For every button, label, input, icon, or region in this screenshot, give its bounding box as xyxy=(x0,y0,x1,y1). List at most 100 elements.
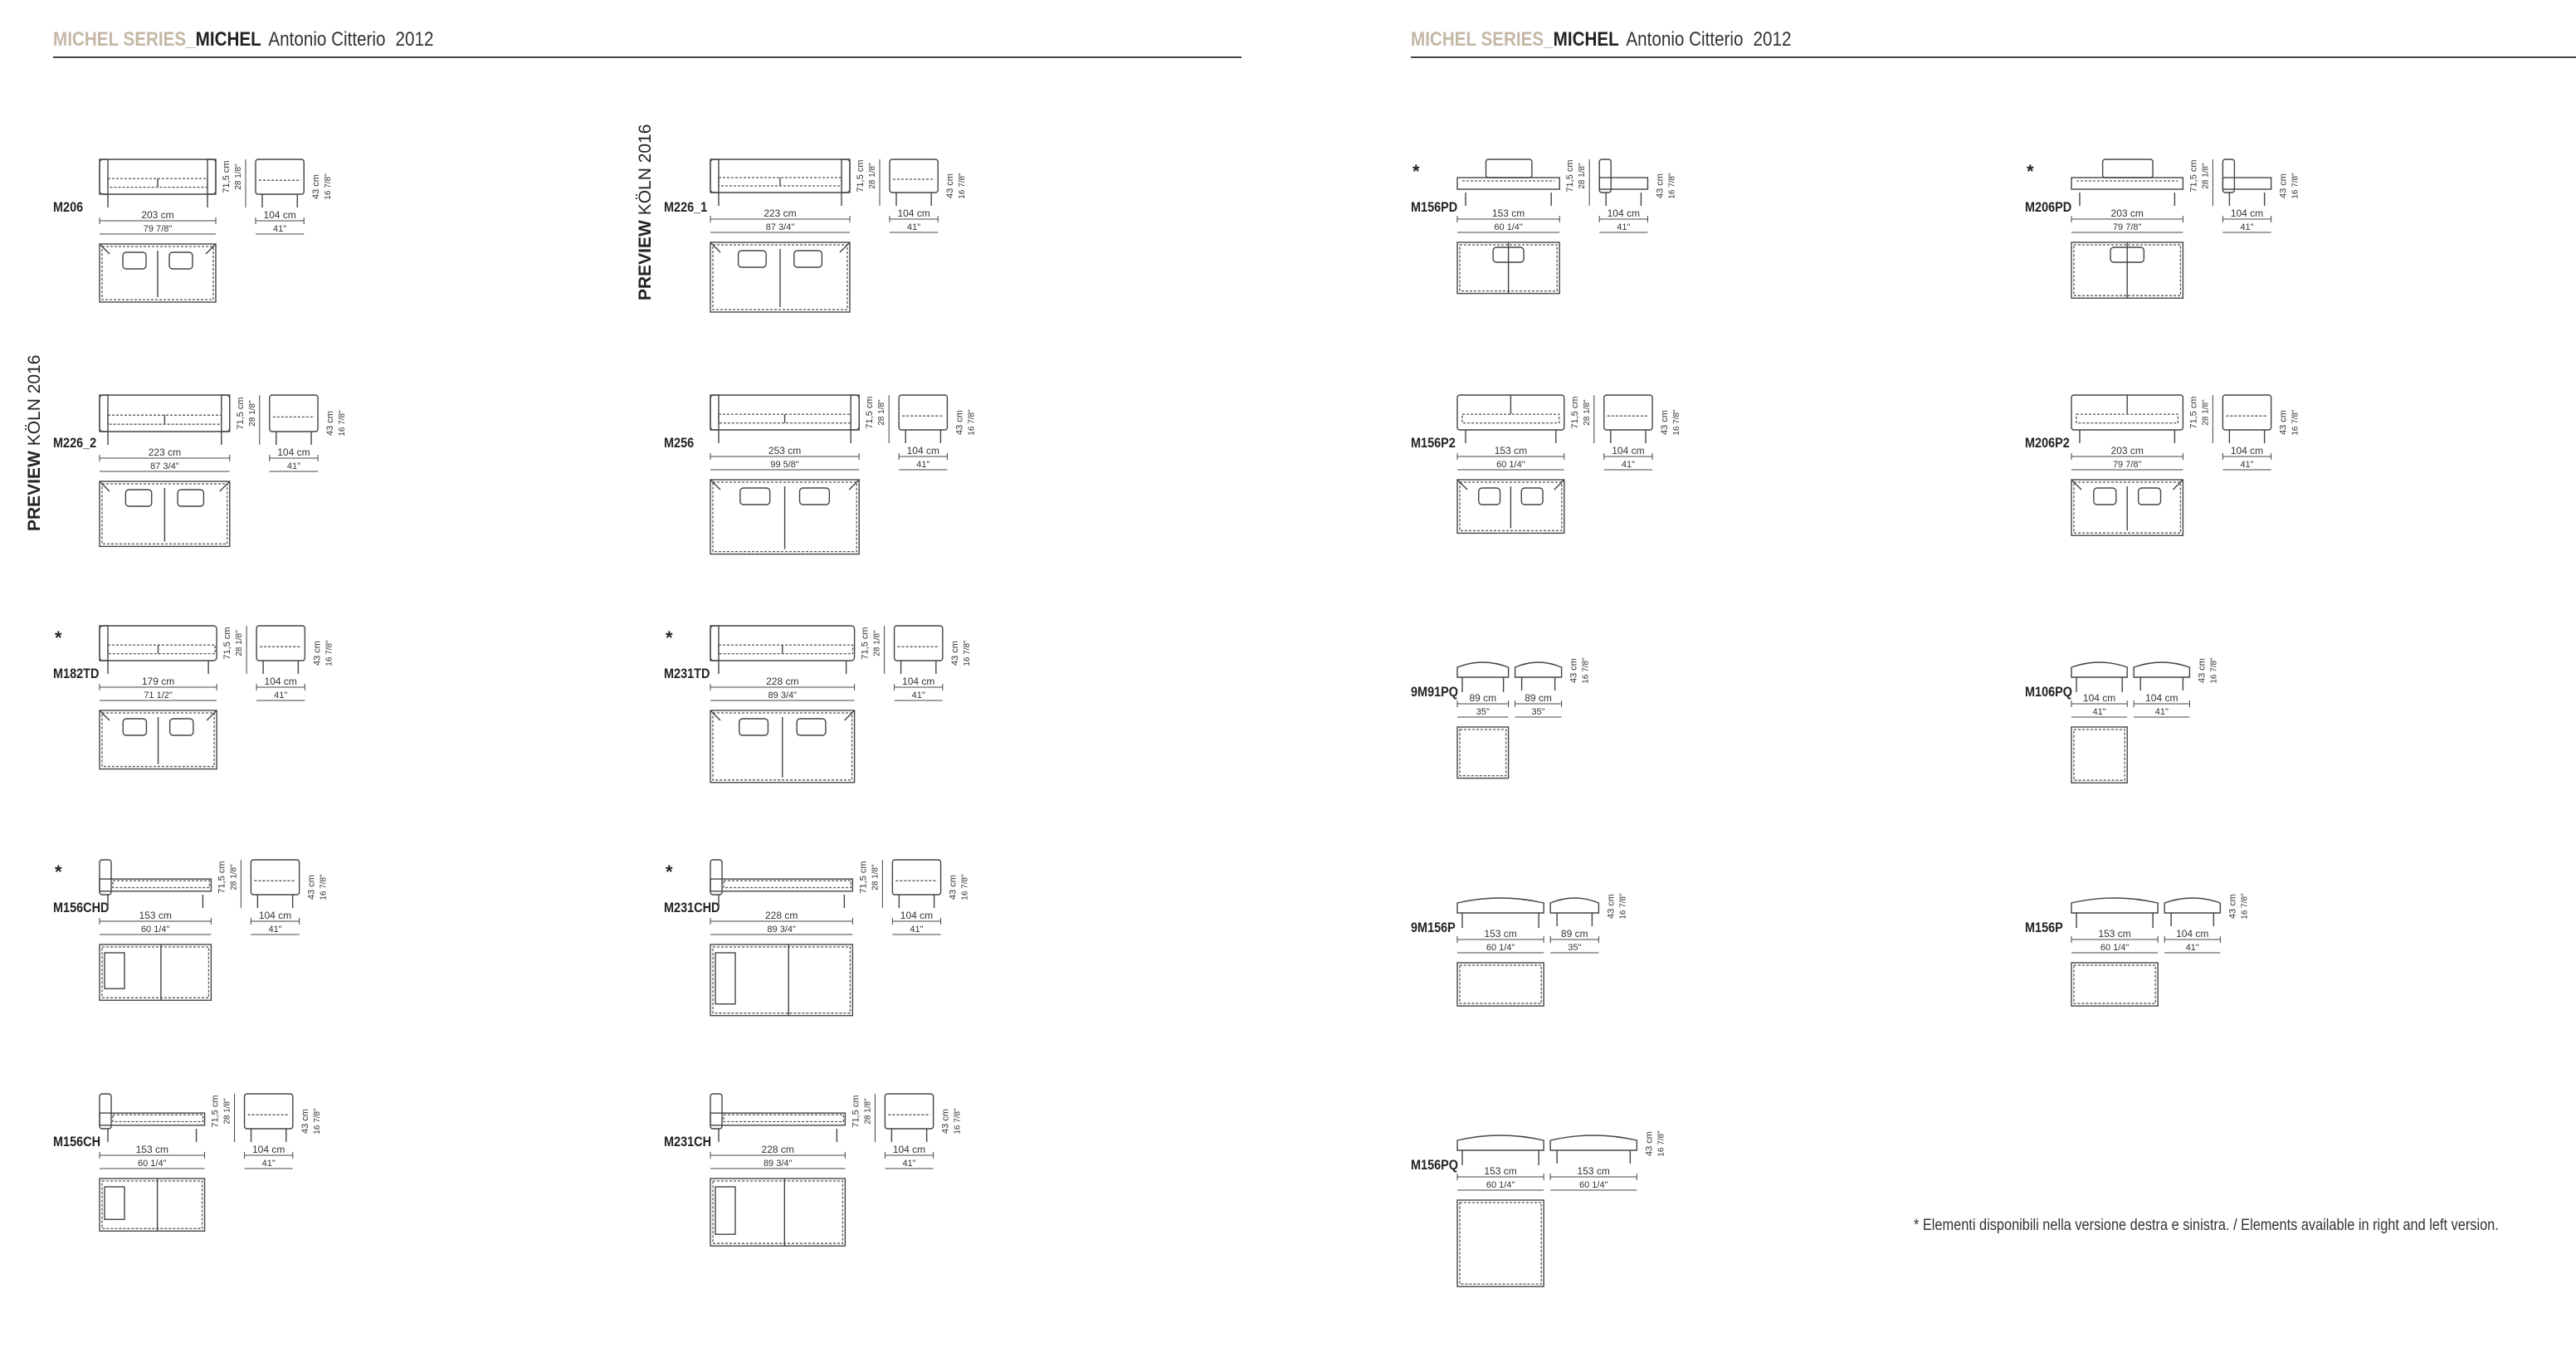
depth-dim-in: 41" xyxy=(274,691,287,700)
pouf-front-outline xyxy=(2071,897,2159,914)
height-total-cm: 71,5 cm xyxy=(856,159,866,192)
height-total-cm: 71,5 cm xyxy=(865,396,875,428)
plan-pillow xyxy=(168,251,193,270)
depth-dim-cm: 104 cm xyxy=(897,207,929,219)
height-total-in: 28 1/8" xyxy=(234,163,243,190)
model-code: M226_1 xyxy=(664,199,708,215)
year: 2012 xyxy=(1753,28,1792,51)
plan-seam xyxy=(712,481,857,553)
plan-headrest xyxy=(104,952,125,989)
back-cushion xyxy=(2101,159,2154,178)
depth-dim-cm: 104 cm xyxy=(2231,445,2263,456)
depth-dim-cm: 153 cm xyxy=(1578,1165,1610,1177)
depth-dim-cm: 104 cm xyxy=(2231,207,2263,219)
seat-height-cm: 43 cm xyxy=(950,641,960,666)
height-total-cm: 71,5 cm xyxy=(2188,396,2198,428)
seat-height-cm: 43 cm xyxy=(1644,1131,1654,1156)
seat-cushion xyxy=(112,1114,204,1123)
seat-height-cm: 43 cm xyxy=(2279,173,2289,198)
width-dim-cm: 253 cm xyxy=(768,445,801,456)
width-dim-in: 89 3/4" xyxy=(768,691,798,700)
footnote: * Elementi disponibili nella versione de… xyxy=(1914,1217,2499,1234)
model-code: M156P2 xyxy=(1411,435,1456,451)
chaise-arm xyxy=(710,1093,723,1130)
depth-dim-in: 41" xyxy=(268,925,281,935)
chaise-seat xyxy=(99,878,212,892)
armrest-left xyxy=(99,159,109,195)
width-dim-in: 60 1/4" xyxy=(1486,943,1515,953)
plan-corner xyxy=(2071,479,2082,490)
width-dim-in: 60 1/4" xyxy=(1494,222,1523,232)
seat-cushion xyxy=(2076,413,2179,424)
height-total-in: 28 1/8" xyxy=(235,630,244,656)
back-cushion xyxy=(1485,159,1533,178)
plan-seam xyxy=(101,483,228,545)
armrest-right xyxy=(841,159,851,193)
pouf-front-outline xyxy=(1456,661,1510,678)
plan-pillow xyxy=(796,718,827,736)
plan-outline xyxy=(710,479,860,555)
height-total-in: 28 1/8" xyxy=(2201,399,2210,426)
asterisk: * xyxy=(2027,161,2034,182)
depth-dim-in: 60 1/4" xyxy=(1579,1180,1608,1190)
width-dim-in: 60 1/4" xyxy=(1486,1180,1515,1190)
seat-height-cm: 43 cm xyxy=(300,1109,310,1134)
seat-height-cm: 43 cm xyxy=(945,173,955,198)
collection-name: MICHEL xyxy=(195,28,261,51)
plan-corner xyxy=(710,242,721,253)
depth-dim-in: 41" xyxy=(2155,707,2169,717)
plan-pillow xyxy=(739,718,769,736)
depth-dim-in: 41" xyxy=(287,461,300,471)
plan-outline xyxy=(1456,479,1565,534)
height-total-in: 28 1/8" xyxy=(868,163,877,189)
height-total-in: 28 1/8" xyxy=(873,630,882,656)
width-dim-cm: 203 cm xyxy=(141,209,173,221)
seat-height-in: 16 7/8" xyxy=(2291,409,2300,436)
height-total-cm: 71,5 cm xyxy=(222,627,232,659)
seat-height-cm: 43 cm xyxy=(949,875,959,900)
pouf-side-outline xyxy=(1514,661,1563,678)
plan-corner xyxy=(839,242,851,253)
pouf-side-outline xyxy=(2164,897,2222,914)
pouf-side-outline xyxy=(1549,1135,1638,1151)
height-total-in: 28 1/8" xyxy=(248,400,257,427)
plan-outline xyxy=(2071,726,2128,783)
width-dim-in: 87 3/4" xyxy=(150,461,179,471)
armrest-right xyxy=(221,394,231,432)
plan-headrest xyxy=(104,1186,125,1220)
collection-name: MICHEL xyxy=(1553,28,1619,51)
chaise-seat xyxy=(710,878,854,892)
seat-height-in: 16 7/8" xyxy=(338,410,347,437)
width-dim-cm: 228 cm xyxy=(766,676,798,687)
depth-dim-in: 41" xyxy=(273,224,286,234)
seat-cushion xyxy=(107,644,216,655)
sofa-back xyxy=(99,159,217,195)
plan-outline xyxy=(710,710,856,783)
plan-outline xyxy=(99,243,217,303)
side-body xyxy=(891,859,942,896)
width-dim-cm: 203 cm xyxy=(2111,445,2144,456)
plan-pillow xyxy=(122,718,148,736)
plan-pillow xyxy=(168,718,194,736)
depth-dim-in: 41" xyxy=(912,691,925,700)
width-dim-cm: 223 cm xyxy=(764,207,796,219)
width-dim-cm: 104 cm xyxy=(2083,692,2115,704)
model-code: M106PQ xyxy=(2025,684,2073,700)
depth-dim-cm: 89 cm xyxy=(1525,692,1552,704)
height-total-cm: 71,5 cm xyxy=(217,861,227,893)
plan-corner xyxy=(205,243,217,255)
side-back xyxy=(2222,159,2236,193)
